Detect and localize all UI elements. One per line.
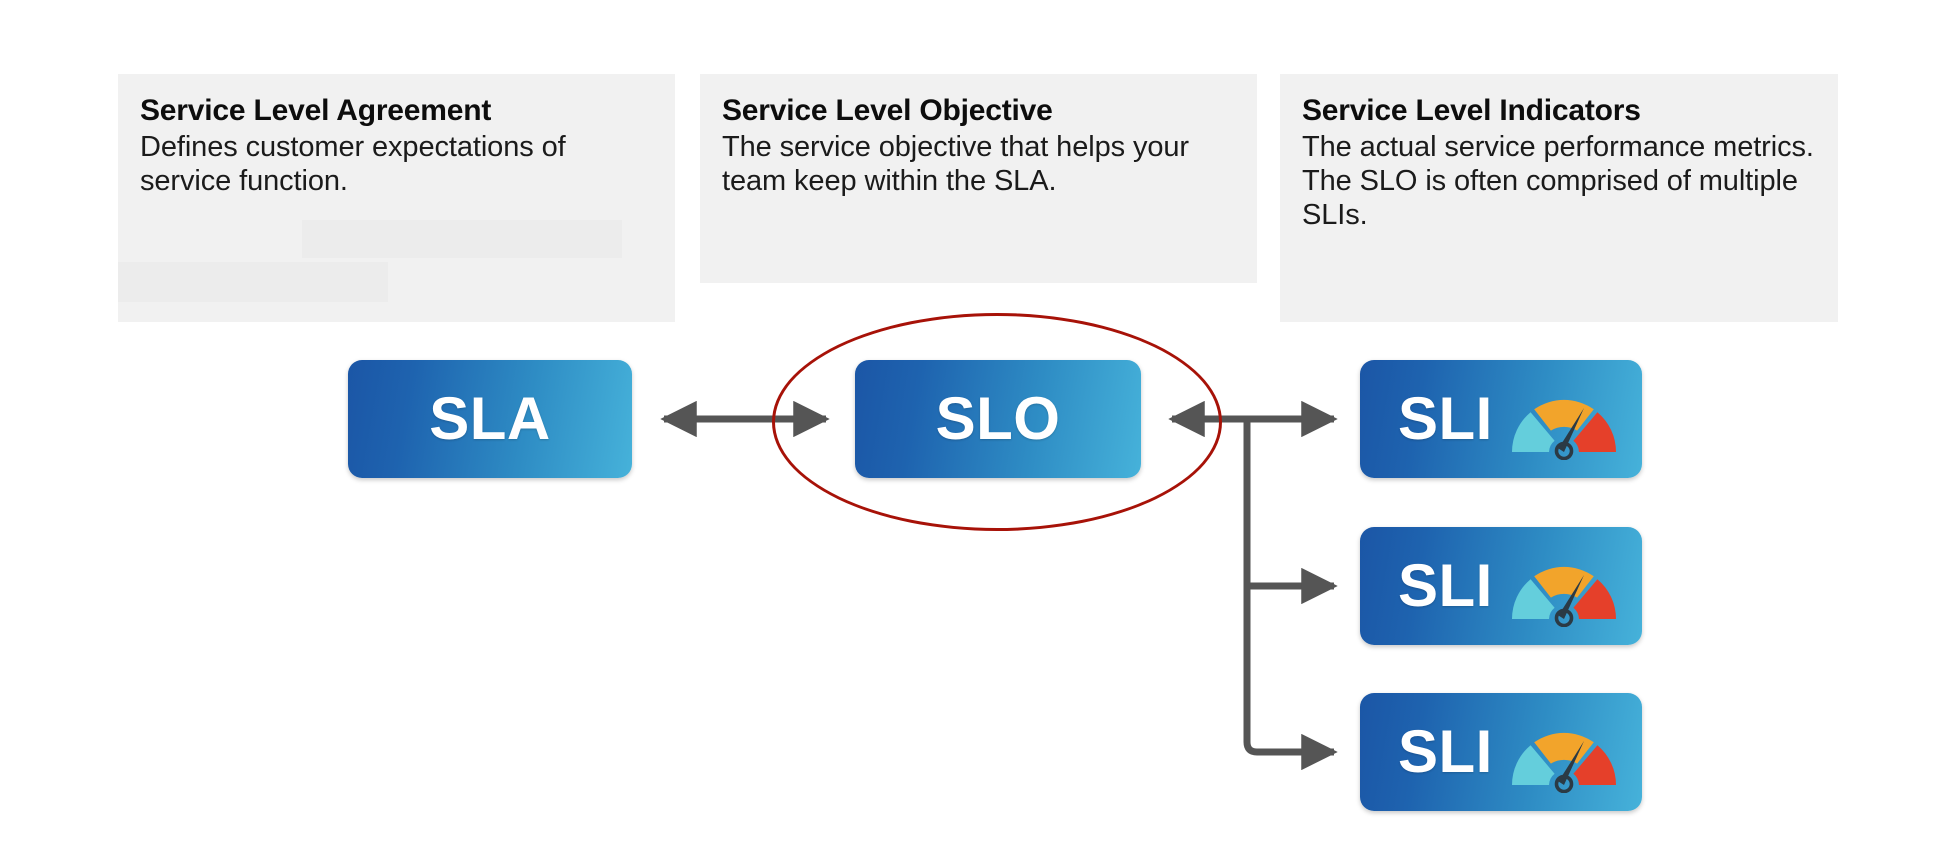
redaction-block (118, 262, 388, 302)
gauge-icon (1504, 713, 1624, 794)
gauge-icon (1504, 547, 1624, 628)
card-title: Service Level Agreement (140, 94, 492, 127)
definition-card-sla: Service Level Agreement Defines customer… (118, 74, 675, 322)
node-sli-3[interactable]: SLI (1360, 693, 1642, 811)
card-body: Defines customer expectations of service… (140, 130, 566, 198)
card-title: Service Level Objective (722, 94, 1053, 127)
node-label: SLI (1398, 718, 1493, 785)
node-label: SLA (429, 385, 551, 452)
card-body: The actual service performance metrics. … (1302, 130, 1814, 232)
definition-card-sli: Service Level Indicators The actual serv… (1280, 74, 1838, 322)
card-body: The service objective that helps your te… (722, 130, 1189, 198)
node-sli-1[interactable]: SLI (1360, 360, 1642, 478)
card-title: Service Level Indicators (1302, 94, 1641, 127)
definition-card-slo: Service Level Objective The service obje… (700, 74, 1257, 283)
redaction-block (302, 220, 622, 258)
gauge-icon (1504, 380, 1624, 461)
node-sli-2[interactable]: SLI (1360, 527, 1642, 645)
node-label: SLI (1398, 552, 1493, 619)
slo-highlight-ellipse (772, 313, 1222, 531)
node-sla[interactable]: SLA (348, 360, 632, 478)
node-label: SLI (1398, 385, 1493, 452)
